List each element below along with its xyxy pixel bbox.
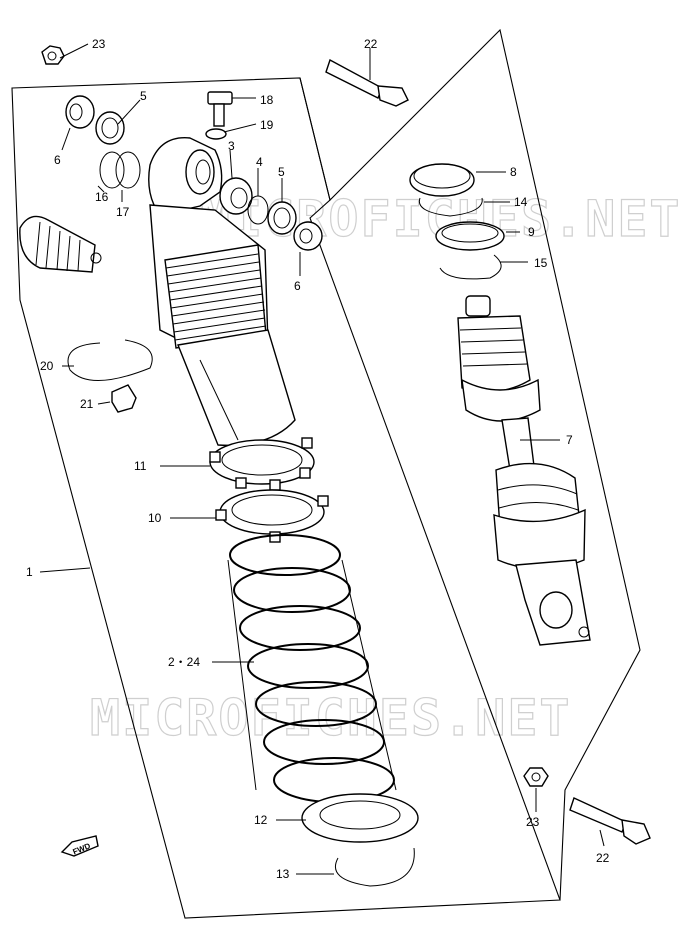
- leader-lines: [39, 43, 605, 875]
- callout-19: 19: [260, 118, 274, 132]
- part-18-bolt: [207, 91, 233, 127]
- callout-7: 7: [566, 433, 573, 447]
- part-16-o-ring: [99, 151, 125, 189]
- callout-18: 18: [260, 93, 274, 107]
- callout-23-top: 23: [92, 37, 106, 51]
- part-20-snap-ring: [67, 339, 153, 381]
- callout-14: 14: [514, 195, 528, 209]
- part-11-lock-nut: [209, 437, 315, 491]
- callout-13: 13: [276, 867, 290, 881]
- callout-6-right: 6: [294, 279, 301, 293]
- part-2-24-coil-spring: [227, 534, 397, 803]
- callout-11: 11: [134, 459, 147, 473]
- part-12-spring-seat: [301, 793, 419, 843]
- part-6-collar-left: [65, 95, 95, 129]
- part-13-stopper-ring: [335, 847, 415, 887]
- fwd-arrow-icon: [60, 835, 99, 857]
- part-8-stopper-rubber: [409, 163, 475, 197]
- part-17-o-ring: [115, 151, 141, 189]
- part-10-adjuster-nut: [215, 489, 329, 543]
- callout-17: 17: [116, 205, 130, 219]
- part-19-washer: [205, 128, 227, 140]
- watermark-bottom: MICROFICHES.NET: [90, 689, 572, 747]
- part-5-seal-left: [95, 111, 125, 145]
- callout-22-bottom: 22: [596, 851, 610, 865]
- part-7-damper-rod: [457, 295, 591, 646]
- callout-8: 8: [510, 165, 517, 179]
- callout-21: 21: [80, 397, 94, 411]
- callout-20: 20: [40, 359, 54, 373]
- part-5-seal-right: [267, 201, 297, 235]
- callout-15: 15: [534, 256, 548, 270]
- callout-16: 16: [95, 190, 109, 204]
- part-1-shock-body: [148, 137, 296, 446]
- part-22-bolt-top: [325, 58, 409, 107]
- callout-22-top: 22: [364, 37, 378, 51]
- part-22-bolt-bottom: [569, 797, 651, 845]
- callout-5-right: 5: [278, 165, 285, 179]
- part-6-collar-right: [293, 221, 323, 251]
- callout-3: 3: [228, 139, 235, 153]
- part-3-collar: [219, 177, 253, 215]
- assembly-frame-damper: [299, 28, 641, 901]
- part-15-ring: [439, 254, 502, 280]
- callout-4: 4: [256, 155, 263, 169]
- part-14-ring: [418, 197, 483, 217]
- part-reservoir-bladder: [19, 215, 102, 273]
- part-21-cap: [111, 384, 137, 413]
- part-23-nut-bottom: [523, 767, 549, 787]
- callout-12: 12: [254, 813, 268, 827]
- callout-23-bottom: 23: [526, 815, 540, 829]
- callout-10: 10: [148, 511, 162, 525]
- callout-5-left: 5: [140, 89, 147, 103]
- callout-1: 1: [26, 565, 33, 579]
- callout-6-left: 6: [54, 153, 61, 167]
- callout-9: 9: [528, 225, 535, 239]
- part-23-nut-top: [41, 45, 65, 65]
- part-9-bump-rubber: [435, 221, 505, 251]
- callout-2-24: 2・24: [168, 655, 200, 669]
